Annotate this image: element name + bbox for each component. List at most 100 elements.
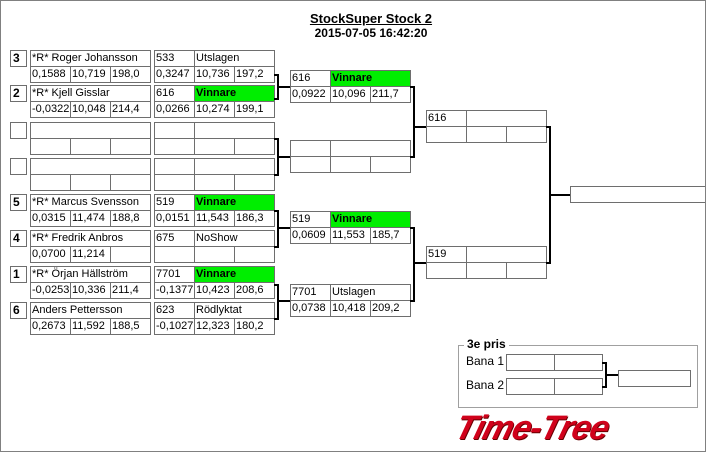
car-number-cell[interactable]: 616: [290, 70, 331, 87]
result-cell[interactable]: [426, 262, 467, 279]
qualifying-cell[interactable]: [30, 138, 71, 155]
result-cell[interactable]: [234, 174, 275, 191]
qualifying-cell[interactable]: 214,4: [110, 101, 151, 118]
result-cell[interactable]: 10,418: [330, 300, 371, 317]
result-cell[interactable]: [426, 126, 467, 143]
car-number-cell[interactable]: 623: [154, 302, 195, 319]
driver-name-cell[interactable]: *R* Marcus Svensson: [30, 194, 151, 211]
status-cell[interactable]: [194, 158, 275, 175]
status-cell[interactable]: Utslagen: [330, 284, 411, 301]
result-cell[interactable]: 186,3: [234, 210, 275, 227]
driver-name-cell[interactable]: *R* Kjell Gisslar: [30, 85, 151, 102]
qualifying-cell[interactable]: 0,0315: [30, 210, 71, 227]
status-cell[interactable]: Vinnare: [194, 85, 275, 102]
qualifying-cell[interactable]: -0,0322: [30, 101, 71, 118]
qualifying-cell[interactable]: [110, 174, 151, 191]
qualifying-cell[interactable]: -0,0253: [30, 282, 71, 299]
result-cell[interactable]: [234, 246, 275, 263]
result-cell[interactable]: 180,2: [234, 318, 275, 335]
qualifying-cell[interactable]: [70, 138, 111, 155]
qualifying-cell[interactable]: [110, 246, 151, 263]
result-cell[interactable]: [290, 156, 331, 173]
result-cell[interactable]: 12,323: [194, 318, 235, 335]
result-cell[interactable]: 208,6: [234, 282, 275, 299]
result-cell[interactable]: [194, 138, 235, 155]
result-cell[interactable]: 11,543: [194, 210, 235, 227]
driver-name-cell[interactable]: [30, 158, 151, 175]
qualifying-cell[interactable]: 0,2673: [30, 318, 71, 335]
result-cell[interactable]: 0,0151: [154, 210, 195, 227]
car-number-cell[interactable]: 7701: [290, 284, 331, 301]
lane-2-cell-b[interactable]: [554, 378, 603, 395]
result-cell[interactable]: -0,1027: [154, 318, 195, 335]
result-cell[interactable]: 0,0738: [290, 300, 331, 317]
qualifying-cell[interactable]: [110, 138, 151, 155]
qualifying-cell[interactable]: 11,592: [70, 318, 111, 335]
qualifying-cell[interactable]: 188,8: [110, 210, 151, 227]
result-cell[interactable]: 11,553: [330, 227, 371, 244]
car-number-cell[interactable]: 616: [154, 85, 195, 102]
status-cell[interactable]: [330, 140, 411, 157]
car-number-cell[interactable]: 616: [426, 110, 467, 127]
result-cell[interactable]: [370, 156, 411, 173]
result-cell[interactable]: 10,096: [330, 86, 371, 103]
result-cell[interactable]: 197,2: [234, 66, 275, 83]
final-cell[interactable]: [570, 186, 705, 203]
status-cell[interactable]: Utslagen: [194, 50, 275, 67]
result-cell[interactable]: 0,0266: [154, 101, 195, 118]
car-number-cell[interactable]: 7701: [154, 266, 195, 283]
qualifying-cell[interactable]: 11,214: [70, 246, 111, 263]
result-cell[interactable]: 0,0609: [290, 227, 331, 244]
driver-name-cell[interactable]: *R* Örjan Hällström: [30, 266, 151, 283]
qualifying-cell[interactable]: 10,719: [70, 66, 111, 83]
result-cell[interactable]: [154, 174, 195, 191]
result-cell[interactable]: [506, 262, 547, 279]
result-cell[interactable]: [154, 138, 195, 155]
car-number-cell[interactable]: 519: [290, 211, 331, 228]
result-cell[interactable]: [234, 138, 275, 155]
car-number-cell[interactable]: [154, 158, 195, 175]
result-cell[interactable]: 199,1: [234, 101, 275, 118]
car-number-cell[interactable]: 519: [426, 246, 467, 263]
result-cell[interactable]: 185,7: [370, 227, 411, 244]
status-cell[interactable]: NoShow: [194, 230, 275, 247]
status-cell[interactable]: [194, 122, 275, 139]
car-number-cell[interactable]: [290, 140, 331, 157]
result-cell[interactable]: 10,274: [194, 101, 235, 118]
result-cell[interactable]: [506, 126, 547, 143]
car-number-cell[interactable]: 519: [154, 194, 195, 211]
status-cell[interactable]: [466, 110, 547, 127]
car-number-cell[interactable]: [154, 122, 195, 139]
driver-name-cell[interactable]: Anders Pettersson: [30, 302, 151, 319]
result-cell[interactable]: 211,7: [370, 86, 411, 103]
result-cell[interactable]: [330, 156, 371, 173]
car-number-cell[interactable]: 675: [154, 230, 195, 247]
status-cell[interactable]: Vinnare: [194, 194, 275, 211]
lane-1-cell-a[interactable]: [506, 354, 555, 371]
car-number-cell[interactable]: 533: [154, 50, 195, 67]
status-cell[interactable]: Rödlyktat: [194, 302, 275, 319]
driver-name-cell[interactable]: [30, 122, 151, 139]
lane-2-cell-a[interactable]: [506, 378, 555, 395]
qualifying-cell[interactable]: [70, 174, 111, 191]
qualifying-cell[interactable]: 188,5: [110, 318, 151, 335]
qualifying-cell[interactable]: 198,0: [110, 66, 151, 83]
qualifying-cell[interactable]: 211,4: [110, 282, 151, 299]
result-cell[interactable]: 0,3247: [154, 66, 195, 83]
lane-1-cell-b[interactable]: [554, 354, 603, 371]
driver-name-cell[interactable]: *R* Roger Johansson: [30, 50, 151, 67]
result-cell[interactable]: [466, 262, 507, 279]
result-cell[interactable]: [466, 126, 507, 143]
qualifying-cell[interactable]: 11,474: [70, 210, 111, 227]
status-cell[interactable]: [466, 246, 547, 263]
qualifying-cell[interactable]: 10,048: [70, 101, 111, 118]
qualifying-cell[interactable]: 10,336: [70, 282, 111, 299]
qualifying-cell[interactable]: 0,0700: [30, 246, 71, 263]
qualifying-cell[interactable]: 0,1588: [30, 66, 71, 83]
status-cell[interactable]: Vinnare: [330, 211, 411, 228]
result-cell[interactable]: 0,0922: [290, 86, 331, 103]
status-cell[interactable]: Vinnare: [194, 266, 275, 283]
result-cell[interactable]: [154, 246, 195, 263]
result-cell[interactable]: 10,423: [194, 282, 235, 299]
driver-name-cell[interactable]: *R* Fredrik Anbros: [30, 230, 151, 247]
